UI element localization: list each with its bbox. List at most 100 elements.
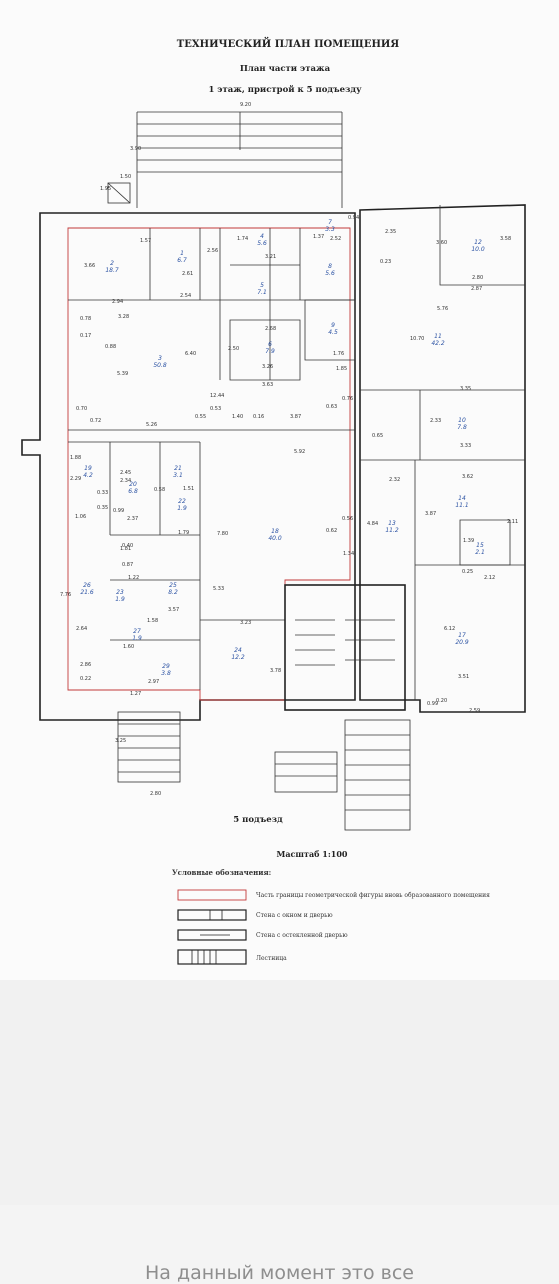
plan-title: ТЕХНИЧЕСКИЙ ПЛАН ПОМЕЩЕНИЯ: [177, 37, 400, 50]
room-15-num: 15: [476, 542, 484, 549]
legend-item-window-door: Стена с окном и дверью: [256, 912, 333, 919]
dimension-label: 2.87: [471, 286, 482, 292]
dimension-label: 10.70: [410, 336, 424, 342]
room-10-num: 10: [458, 417, 466, 424]
dimension-label: 3.63: [262, 382, 273, 388]
room-6-area: 7.9: [265, 348, 275, 355]
room-26-num: 26: [83, 582, 91, 589]
dimension-label: 0.99: [113, 508, 124, 514]
dimension-labels: 9.203.901.951.503.661.572.561.743.211.37…: [60, 102, 518, 797]
plan-sheet: ТЕХНИЧЕСКИЙ ПЛАН ПОМЕЩЕНИЯ План части эт…: [21, 37, 526, 965]
room-20-area: 6.8: [128, 488, 138, 495]
room-24-area: 12.2: [231, 654, 245, 661]
dimension-label: 1.81: [120, 546, 131, 552]
dimension-label: 3.60: [436, 240, 447, 246]
room-2-area: 18.7: [105, 267, 119, 274]
room-2-num: 2: [110, 260, 114, 267]
dimension-label: 1.39: [463, 538, 474, 544]
room-21-num: 21: [174, 465, 182, 472]
dimension-label: 0.53: [210, 406, 221, 412]
dimension-label: 0.58: [154, 487, 165, 493]
room-27-num: 27: [133, 628, 141, 635]
dimension-label: 0.63: [326, 404, 337, 410]
room-22-num: 22: [178, 498, 186, 505]
top-steps: [107, 111, 343, 208]
dimension-label: 0.22: [80, 676, 91, 682]
room-4-area: 5.6: [257, 240, 267, 247]
dimension-label: 12.44: [210, 393, 224, 399]
dimension-label: 0.40: [122, 543, 133, 549]
room-14-num: 14: [458, 495, 466, 502]
dimension-label: 1.22: [128, 575, 139, 581]
dimension-label: 4.84: [367, 521, 378, 527]
room-19-area: 4.2: [83, 472, 93, 479]
dimension-label: 2.61: [182, 271, 193, 277]
room-25-num: 25: [169, 582, 177, 589]
dimension-label: 0.88: [105, 344, 116, 350]
dimension-label: 1.50: [120, 174, 131, 180]
dimension-label: 2.32: [389, 477, 400, 483]
dimension-label: 2.64: [76, 626, 87, 632]
dimension-label: 0.25: [462, 569, 473, 575]
dimension-label: 0.70: [76, 406, 87, 412]
dimension-label: 2.68: [265, 326, 276, 332]
dimension-label: 3.66: [84, 263, 95, 269]
dimension-label: 0.94: [348, 215, 359, 221]
room-17-area: 20.9: [455, 639, 469, 646]
dimension-label: 2.54: [180, 293, 191, 299]
entrance-label: 5 подъезд: [233, 815, 283, 825]
dimension-label: 1.37: [313, 234, 324, 240]
dimension-label: 3.33: [460, 443, 471, 449]
floor-plan-drawing: ТЕХНИЧЕСКИЙ ПЛАН ПОМЕЩЕНИЯ План части эт…: [21, 37, 526, 965]
dimension-label: 0.20: [436, 698, 447, 704]
dimension-label: 5.39: [117, 371, 128, 377]
dimension-label: 5.92: [294, 449, 305, 455]
room-8-area: 5.6: [325, 270, 335, 277]
room-1-num: 1: [180, 250, 184, 257]
dimension-label: 2.34: [120, 478, 131, 484]
dimension-label: 0.16: [253, 414, 264, 420]
dimension-label: 0.65: [372, 433, 383, 439]
dimension-label: 2.12: [484, 575, 495, 581]
dimension-label: 2.59: [469, 708, 480, 714]
dimension-label: 0.99: [427, 701, 438, 707]
room-11-num: 11: [434, 333, 442, 340]
dimension-label: 2.94: [112, 299, 123, 305]
room-22-area: 1.9: [177, 505, 187, 512]
dimension-label: 9.20: [240, 102, 251, 108]
dimension-label: 0.76: [342, 396, 353, 402]
dimension-label: 1.57: [140, 238, 151, 244]
room-25-area: 8.2: [168, 589, 178, 596]
dimension-label: 3.87: [425, 511, 436, 517]
dimension-label: 6.12: [444, 626, 455, 632]
dimension-label: 3.51: [458, 674, 469, 680]
room-6-num: 6: [268, 341, 272, 348]
dimension-label: 1.76: [333, 351, 344, 357]
floor-note: 1 этаж, пристрой к 5 подъезду: [208, 84, 362, 95]
dimension-label: 0.78: [80, 316, 91, 322]
dimension-label: 2.29: [70, 476, 81, 482]
dimension-label: 0.17: [80, 333, 91, 339]
room-3-area: 50.8: [153, 362, 167, 369]
room-7-area: 3.3: [325, 226, 335, 233]
room-1-area: 6.7: [177, 257, 187, 264]
dimension-label: 1.51: [183, 486, 194, 492]
dimension-label: 3.87: [290, 414, 301, 420]
entrance-steps: [117, 711, 411, 831]
dimension-label: 1.85: [336, 366, 347, 372]
room-23-num: 23: [116, 589, 124, 596]
room-19-num: 19: [84, 465, 92, 472]
legend: Условные обозначения: Часть границы геом…: [172, 868, 490, 965]
dimension-label: 2.37: [127, 516, 138, 522]
dimension-label: 3.62: [462, 474, 473, 480]
room-11-area: 42.2: [431, 340, 445, 347]
legend-swatch-boundary: [177, 889, 247, 901]
dimension-label: 1.74: [237, 236, 248, 242]
dimension-label: 3.28: [118, 314, 129, 320]
stairwell: [284, 584, 406, 711]
room-20-num: 20: [129, 481, 137, 488]
legend-item-boundary: Часть границы геометрической фигуры внов…: [256, 892, 490, 899]
dimension-label: 2.80: [472, 275, 483, 281]
room-9-area: 4.5: [328, 329, 338, 336]
dimension-label: 2.50: [228, 346, 239, 352]
